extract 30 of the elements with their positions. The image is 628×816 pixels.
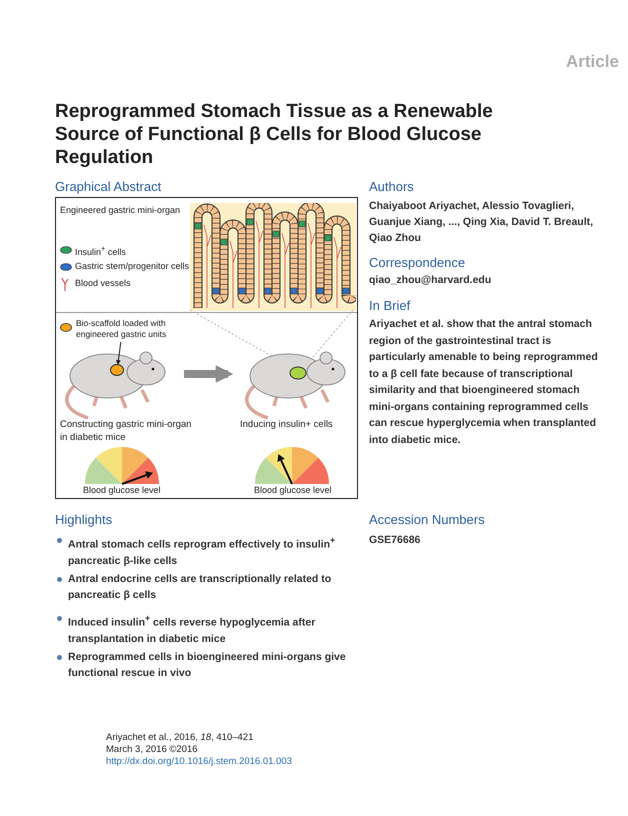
email-text: qiao_zhou@harvard.edu	[369, 273, 492, 288]
bullet-point: Induced insulin$^{+}$ cells reverse hypoglycemia after transplantation in diabetic mice	[55, 610, 368, 646]
section-heading: Highlights	[55, 512, 112, 527]
legend-text: Blood vessels	[75, 278, 131, 288]
gauge-caption: Blood glucose level	[254, 485, 332, 495]
arrow	[184, 365, 234, 383]
panel-heading: Engineered gastric mini-organ	[60, 205, 180, 215]
bullet-point: Antral endocrine cells are transcriptionally related to pancreatic β cells	[55, 571, 368, 603]
accession-number: GSE76686	[369, 533, 420, 548]
summary-paragraph: Ariyachet et al. show that the antral stomach region of the gastrointestinal tract is particularly amenable to being reprogrammed to a β cell fate because of transcriptional similarity and that bioengineered stomach mini-organs containing reprogrammed cells can rescue hyperglycemia when transplanted into diabetic mice.	[369, 317, 599, 448]
legend-text: Insulin$^{+}$ cells	[75, 244, 126, 257]
caption-text: Constructing gastric mini-organ in diabetic mice	[60, 418, 192, 444]
article-title: Reprogrammed Stomach Tissue as a Renewable Source of Functional β Cells for Blood Glucose Regulation	[55, 100, 494, 169]
section-heading: Accession Numbers	[369, 512, 485, 527]
leader-line	[116, 342, 122, 365]
caption-text: Inducing insulin+ cells	[240, 418, 334, 431]
section-label: Article	[566, 52, 619, 72]
section-heading: Authors	[369, 179, 414, 194]
section-heading: In Brief	[369, 298, 410, 313]
section-heading: Graphical Abstract	[55, 179, 162, 194]
bullet-point: Reprogrammed cells in bioengineered mini-organs give functional rescue in vivo	[55, 649, 368, 681]
date-text: March 3, 2016 ©2016	[106, 744, 198, 755]
citation-text: Ariyachet et al., 2016, 18, 410–421	[106, 732, 254, 743]
gauge-caption: Blood glucose level	[83, 485, 161, 495]
section-heading: Correspondence	[369, 255, 466, 270]
bullet-point: Antral stomach cells reprogram effectively to insulin$^{+}$ pancreatic β-like cells	[55, 532, 368, 568]
author-list: Chaiyaboot Ariyachet, Alessio Tovaglieri, Guanjue Xiang, ..., Qing Xia, David T. Breault, Qiao Zhou	[369, 198, 609, 246]
doi-link: http://dx.doi.org/10.1016/j.stem.2016.01.003	[106, 756, 292, 767]
legend-text: Gastric stem/progenitor cells	[75, 261, 190, 271]
callout-text: Bio-scaffold loaded with engineered gastric units	[76, 318, 168, 340]
